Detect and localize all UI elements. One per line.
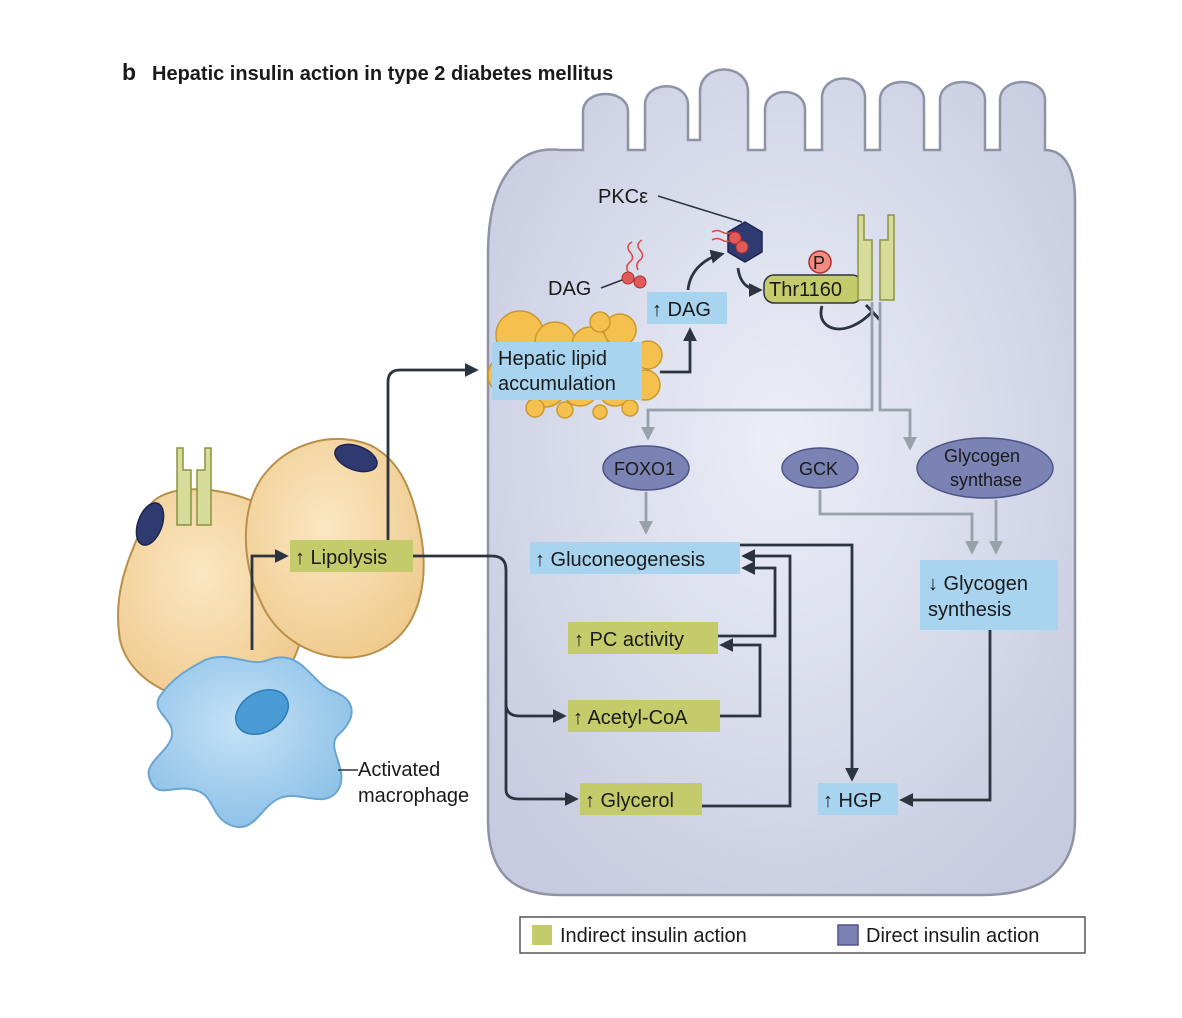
macrophage-label-1: Activated: [358, 759, 440, 781]
glycerol-label: ↑ Glycerol: [585, 790, 674, 812]
arrow-acetylcoa-to-pc: [719, 638, 762, 718]
arrow-glycogen-synthesis-to-hgp: [899, 630, 992, 807]
legend-indirect-label: Indirect insulin action: [560, 925, 747, 947]
hgp-label: ↑ HGP: [823, 790, 882, 812]
insulin-receptor-liver: [857, 214, 895, 301]
adipocyte-left-nucleus: [135, 502, 165, 546]
hgp-box: [818, 783, 898, 815]
arrow-gck-to-glycogen-synthesis: [818, 490, 979, 555]
arrow-lipolysis-to-glycerol: [504, 700, 521, 801]
arrow-macrophage-to-lipolysis: [250, 549, 289, 650]
hepatocyte: [486, 68, 1077, 897]
legend-frame: [519, 916, 1086, 954]
glycogen-synthase-label-1: Glycogen: [944, 446, 1020, 466]
hepatic-lipid-box: [492, 342, 642, 400]
arrow-glycerol-to-gluconeogenesis: [702, 549, 792, 808]
foxo1-label: FOXO1: [614, 459, 675, 479]
gluconeogenesis-label: ↑ Gluconeogenesis: [535, 549, 705, 571]
legend-direct-label: Direct insulin action: [866, 925, 1039, 947]
thr1160-label: Thr1160: [769, 279, 842, 301]
lipolysis-label: ↑ Lipolysis: [295, 547, 387, 569]
arrow-lipolysis-to-acetylcoa: [413, 554, 567, 723]
arrow-dag-to-pkc: [686, 249, 725, 291]
acetyl-coa-box: [568, 700, 720, 732]
arrow-lipid-to-dag: [660, 327, 697, 374]
pkc-pointer: [657, 195, 743, 223]
glycogen-synthase-label-2: synthase: [950, 470, 1022, 490]
pkc-label: PKCε: [598, 186, 648, 208]
lipolysis-box: [290, 540, 413, 572]
glycogen-synthesis-label-1: ↓ Glycogen: [928, 573, 1028, 595]
figure-title: Hepatic insulin action in type 2 diabete…: [152, 63, 613, 85]
arrow-receptor-to-foxo1: [641, 302, 874, 441]
dag-pointer: [600, 279, 623, 289]
pc-activity-box: [568, 622, 718, 654]
arrow-pkc-to-thr: [736, 267, 763, 297]
phospho-label: P: [813, 253, 825, 273]
activated-macrophage: [147, 655, 353, 828]
dag-label: DAG: [548, 278, 591, 300]
gluconeogenesis-box: [530, 542, 740, 574]
acetyl-coa-label: ↑ Acetyl-CoA: [573, 707, 688, 729]
glycogen-synthesis-label-2: synthesis: [928, 599, 1011, 621]
foxo1-oval: [602, 445, 690, 491]
glycerol-box: [580, 783, 702, 815]
glycogen-synthase-oval: [916, 437, 1054, 499]
hepatic-lipid-label-1: Hepatic lipid: [498, 348, 607, 370]
arrow-pc-to-gluconeogenesis: [718, 561, 777, 638]
pc-activity-label: ↑ PC activity: [574, 629, 684, 651]
arrow-gluconeogenesis-to-hgp: [740, 543, 859, 782]
legend-direct-swatch: [837, 924, 859, 946]
panel-letter: b: [122, 59, 136, 85]
dag-molecule: [621, 239, 647, 289]
phospho-circle: [808, 250, 832, 274]
macrophage-nucleus: [235, 688, 289, 736]
hepatic-lipid-label-2: accumulation: [498, 373, 616, 395]
gck-oval: [781, 447, 859, 489]
adipocyte-right-nucleus: [334, 443, 378, 473]
arrow-lipolysis-to-lipid: [386, 363, 479, 540]
pkc-bound-dag: [711, 229, 749, 254]
up-dag-label: ↑ DAG: [652, 299, 711, 321]
arrow-receptor-to-glycogen-synthase: [878, 302, 917, 451]
up-dag-box: [647, 292, 727, 324]
macrophage-label-2: macrophage: [358, 785, 469, 807]
gck-label: GCK: [799, 459, 838, 479]
glycogen-synthesis-box: [920, 560, 1058, 630]
insulin-receptor-adipocyte: [176, 447, 212, 526]
inhibition-thr-to-receptor: [819, 305, 874, 331]
legend-indirect-swatch: [532, 925, 552, 945]
